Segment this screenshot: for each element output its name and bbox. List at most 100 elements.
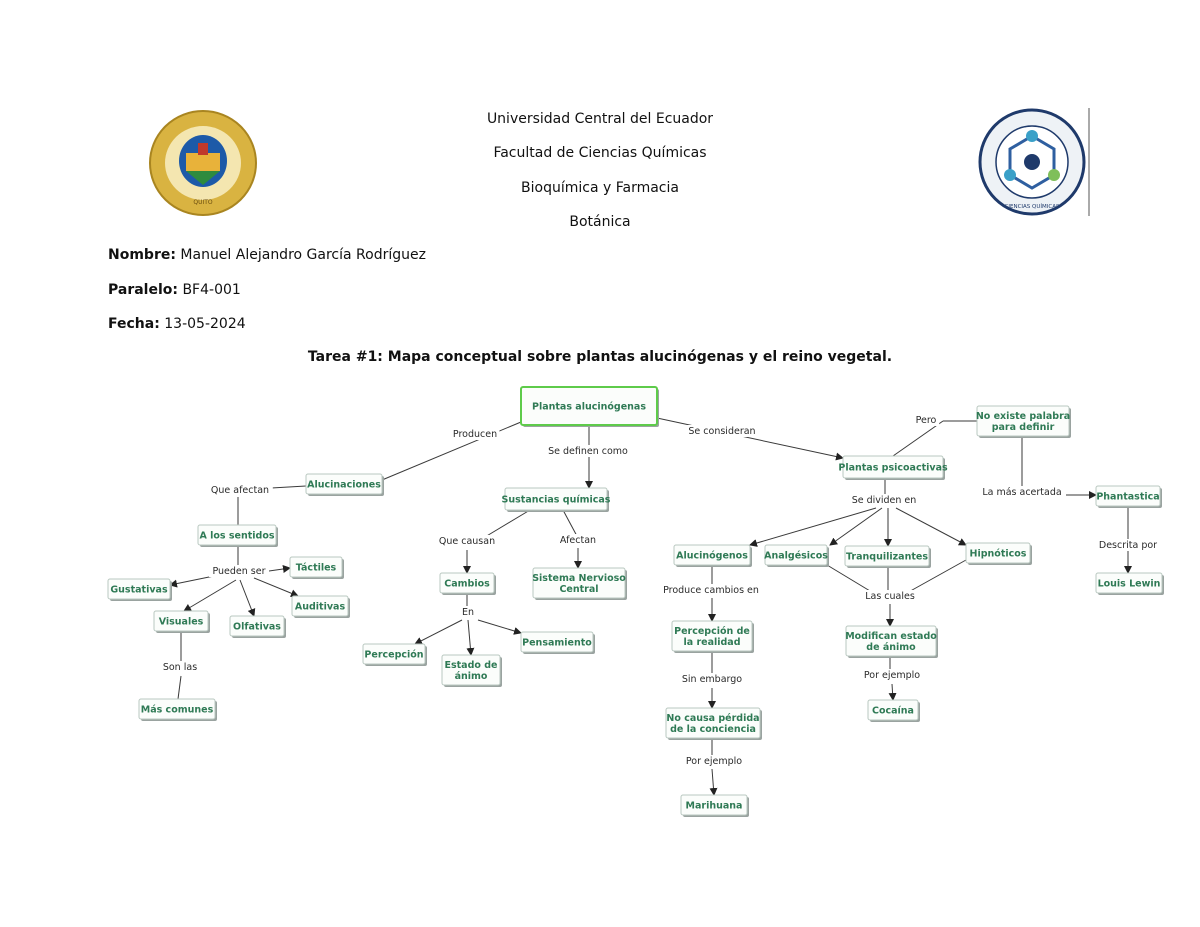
map-connector — [253, 577, 299, 598]
link-label-pero: Pero — [916, 415, 937, 426]
nombre-value: Manuel Alejandro García Rodríguez — [180, 247, 426, 263]
paralelo-value: BF4-001 — [182, 282, 241, 298]
link-label-bg — [860, 590, 920, 602]
map-connector — [177, 675, 182, 700]
paralelo-label: Paralelo: — [108, 282, 178, 298]
career-name: Bioquímica y Farmacia — [521, 180, 679, 196]
concept-node-phantastica: Phantastica — [1095, 485, 1162, 508]
svg-text:Hipnóticos: Hipnóticos — [970, 549, 1027, 560]
field-paralelo: Paralelo: BF4-001 — [108, 282, 241, 298]
svg-text:Táctiles: Táctiles — [296, 563, 337, 574]
nombre-label: Nombre: — [108, 247, 176, 263]
map-connector — [749, 507, 877, 547]
link-label-sonlas: Son las — [163, 662, 197, 673]
svg-text:Pensamiento: Pensamiento — [522, 638, 592, 649]
link-label-bg — [209, 565, 269, 577]
field-fecha: Fecha: 13-05-2024 — [108, 316, 246, 332]
link-label-bg — [450, 428, 500, 440]
fecha-value: 13-05-2024 — [164, 316, 246, 332]
concept-node-cocaina: Cocaína — [867, 699, 920, 722]
link-label-producen: Producen — [453, 429, 497, 440]
concept-node-root: Plantas alucinógenas — [520, 386, 659, 427]
concept-node-sentidos: A los sentidos — [197, 524, 278, 547]
concept-node-hipnoticos: Hipnóticos — [965, 542, 1032, 565]
svg-text:para definir: para definir — [992, 422, 1055, 433]
svg-text:Cambios: Cambios — [444, 579, 490, 590]
map-connector — [904, 559, 967, 595]
link-label-bg — [859, 669, 925, 681]
concept-node-olfativas: Olfativas — [229, 615, 286, 638]
concept-node-sustancias: Sustancias químicas — [502, 487, 611, 512]
link-label-bg — [556, 534, 600, 546]
svg-text:Louis Lewin: Louis Lewin — [1098, 579, 1161, 590]
svg-text:Tranquilizantes: Tranquilizantes — [846, 552, 928, 563]
link-label-pueden: Pueden ser — [212, 566, 265, 577]
svg-text:de ánimo: de ánimo — [866, 642, 916, 653]
link-label-bg — [912, 414, 940, 426]
link-label-bg — [544, 445, 632, 457]
map-connector — [466, 619, 475, 656]
map-connector — [656, 417, 844, 461]
map-connector — [562, 509, 579, 539]
link-label-en: En — [462, 607, 474, 618]
svg-text:Cocaína: Cocaína — [872, 706, 914, 717]
svg-text:Sistema Nervioso: Sistema Nervioso — [532, 573, 626, 584]
concept-node-auditivas: Auditivas — [291, 595, 350, 618]
university-name: Universidad Central del Ecuador — [486, 111, 714, 127]
concept-node-percepcion: Percepción — [362, 643, 427, 666]
svg-text:No existe palabra: No existe palabra — [976, 411, 1070, 422]
link-label-bg — [681, 755, 747, 767]
field-nombre: Nombre: Manuel Alejandro García Rodrígue… — [108, 247, 426, 263]
link-label-porej2: Por ejemplo — [864, 670, 920, 681]
link-label-bg — [460, 606, 476, 618]
subject-name: Botánica — [569, 214, 631, 230]
map-connector — [183, 579, 237, 612]
svg-text:Central: Central — [559, 584, 598, 595]
link-label-afectan_q: Que afectan — [211, 485, 269, 496]
link-label-bg — [658, 584, 764, 596]
map-connector — [414, 619, 463, 645]
svg-text:Percepción: Percepción — [364, 650, 423, 661]
map-connector — [169, 575, 215, 588]
svg-text:ánimo: ánimo — [455, 671, 488, 682]
link-label-bg — [1092, 539, 1164, 551]
concept-node-alucinaciones: Alucinaciones — [305, 473, 384, 496]
link-label-acertada: La más acertada — [982, 487, 1061, 498]
link-label-definen: Se definen como — [548, 446, 628, 457]
university-seal-icon: QUITO — [149, 110, 257, 216]
svg-text:Alucinógenos: Alucinógenos — [676, 551, 748, 562]
svg-text:Sustancias químicas: Sustancias químicas — [502, 495, 611, 506]
concept-node-gustativas: Gustativas — [107, 578, 172, 601]
map-connector — [477, 619, 522, 635]
link-label-bg — [683, 425, 761, 437]
svg-text:Plantas psicoactivas: Plantas psicoactivas — [838, 463, 948, 474]
concept-node-lewin: Louis Lewin — [1095, 572, 1164, 595]
concept-node-cambios: Cambios — [439, 572, 496, 595]
svg-text:la realidad: la realidad — [683, 637, 740, 648]
svg-text:Estado de: Estado de — [445, 660, 498, 671]
link-label-descrita: Descrita por — [1099, 540, 1157, 551]
link-label-bg — [978, 486, 1066, 498]
seal-bottom-text: CIENCIAS QUÍMICAS — [1005, 203, 1060, 210]
fecha-label: Fecha: — [108, 316, 160, 332]
svg-text:Modifican estado: Modifican estado — [845, 631, 937, 642]
link-label-bg — [679, 673, 745, 685]
svg-text:Analgésicos: Analgésicos — [764, 551, 828, 562]
concept-node-marihuana: Marihuana — [680, 794, 749, 817]
concept-node-pensamiento: Pensamiento — [520, 631, 595, 654]
map-connector — [895, 507, 967, 546]
svg-text:Olfativas: Olfativas — [233, 622, 281, 633]
link-label-porej1: Por ejemplo — [686, 756, 742, 767]
map-connector — [826, 564, 876, 595]
task-title: Tarea #1: Mapa conceptual sobre plantas … — [307, 349, 893, 365]
map-connector — [888, 683, 897, 701]
map-connector — [709, 768, 718, 796]
link-label-causan: Que causan — [439, 536, 495, 547]
svg-text:Auditivas: Auditivas — [295, 602, 346, 613]
faculty-name: Facultad de Ciencias Químicas — [493, 145, 707, 161]
link-label-cuales: Las cuales — [865, 591, 915, 602]
concept-node-visuales: Visuales — [153, 610, 210, 633]
